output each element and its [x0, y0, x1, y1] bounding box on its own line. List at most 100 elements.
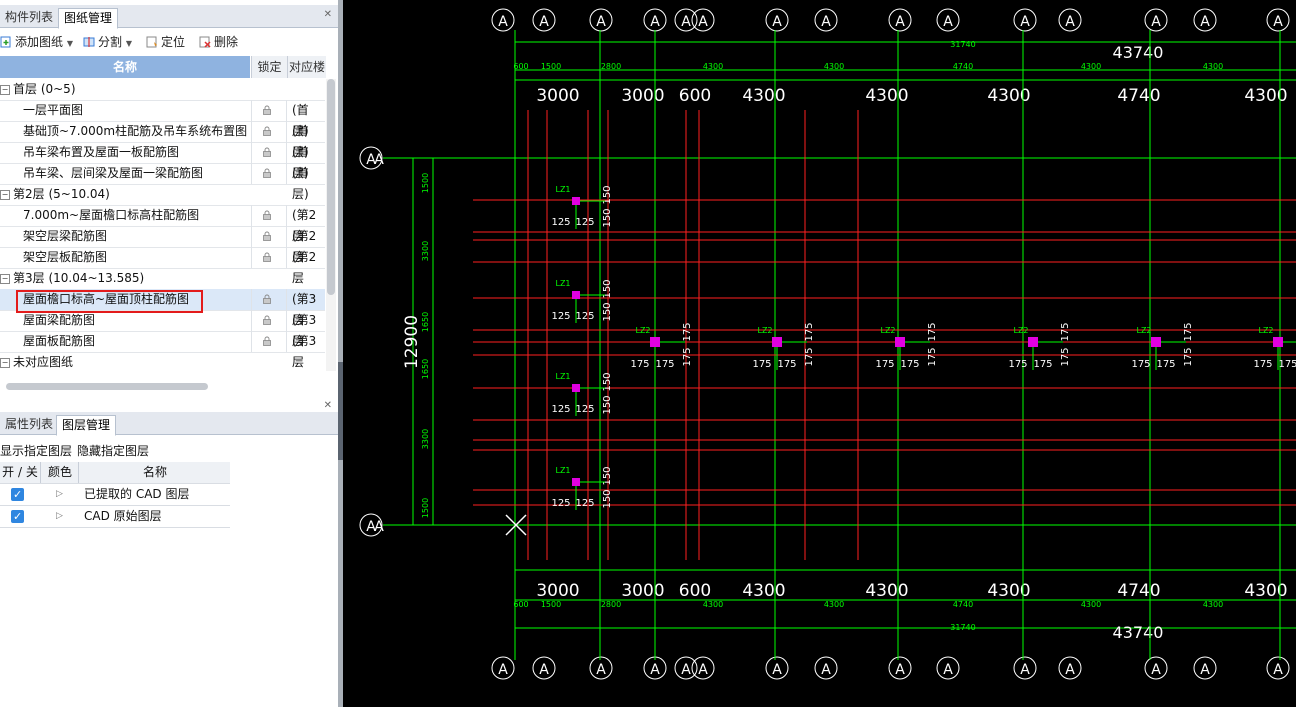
- collapse-icon[interactable]: −: [0, 274, 10, 284]
- close-icon[interactable]: ✕: [323, 9, 332, 20]
- add-drawing-button[interactable]: 添加图纸 ▼: [0, 33, 73, 51]
- locate-button[interactable]: 定位: [146, 33, 185, 51]
- collapse-icon[interactable]: −: [0, 190, 10, 200]
- layer-row[interactable]: ▷ CAD 原始图层: [0, 506, 230, 528]
- column-header-lock[interactable]: 锁定: [251, 56, 287, 78]
- layer-visible-checkbox[interactable]: [11, 506, 24, 527]
- column-divider: [251, 289, 252, 310]
- axis-label: A: [1151, 662, 1161, 678]
- layer-visible-checkbox[interactable]: [11, 484, 24, 505]
- dimension-text: 3000: [536, 86, 579, 106]
- tree-item-row[interactable]: 吊车梁、层间梁及屋面一梁配筋图(首层): [0, 163, 325, 201]
- selection-highlight-box: [16, 290, 203, 313]
- tree-item-label: 吊车梁、层间梁及屋面一梁配筋图: [23, 166, 204, 180]
- axis-label: A: [1273, 14, 1283, 30]
- tree-group-row[interactable]: −第2层 (5~10.04): [0, 184, 325, 206]
- tree-item-row[interactable]: 屋面板配筋图(第3层: [0, 331, 325, 369]
- tree-item-row[interactable]: 吊车梁布置及屋面一板配筋图(首层): [0, 142, 325, 180]
- scroll-thumb[interactable]: [327, 79, 335, 295]
- lock-icon[interactable]: [262, 147, 272, 157]
- hide-layer-button[interactable]: 隐藏指定图层: [77, 444, 150, 458]
- tree-group-row[interactable]: −未对应图纸: [0, 352, 325, 371]
- dimension-text: 4300: [1203, 62, 1223, 71]
- scroll-thumb[interactable]: [6, 383, 208, 390]
- panel-splitter[interactable]: [338, 0, 343, 707]
- delete-button[interactable]: 删除: [199, 33, 238, 51]
- axis-label: A: [596, 662, 606, 678]
- tab-drawing-management[interactable]: 图纸管理: [58, 8, 119, 29]
- lock-icon[interactable]: [262, 105, 272, 115]
- column-mark-lz1: [572, 197, 580, 205]
- splitter-grip[interactable]: [338, 362, 343, 460]
- column-mark-lz1: [572, 291, 580, 299]
- lock-icon[interactable]: [262, 252, 272, 262]
- column-mark-lz2: [1151, 337, 1161, 347]
- dimension-text: 4300: [1081, 600, 1101, 609]
- column-mark-lz1: [572, 384, 580, 392]
- tree-item-row[interactable]: 屋面檐口标高~屋面顶柱配筋图(第3层: [0, 289, 325, 327]
- tree-item-row[interactable]: 架空层梁配筋图(第2层: [0, 226, 325, 264]
- tree-vertical-scrollbar[interactable]: [326, 79, 336, 371]
- tab-properties-list[interactable]: 属性列表: [5, 417, 54, 431]
- tab-component-list[interactable]: 构件列表: [5, 10, 54, 24]
- tree-item-row[interactable]: 屋面梁配筋图(第3层: [0, 310, 325, 348]
- tree-item-label: 吊车梁布置及屋面一板配筋图: [23, 145, 180, 159]
- bottom-tab-bar: 属性列表 图层管理: [0, 412, 338, 436]
- lock-icon[interactable]: [262, 231, 272, 241]
- axis-label: A: [943, 662, 953, 678]
- layer-name: CAD 原始图层: [84, 509, 162, 523]
- dimension-text: 4740: [1117, 86, 1160, 106]
- axis-label: A: [539, 14, 549, 30]
- dimension-text: 4300: [703, 600, 723, 609]
- dimension-text: 175: [777, 359, 796, 370]
- dimension-text: 4300: [987, 86, 1030, 106]
- tree-group-row[interactable]: −首层 (0~5): [0, 79, 325, 101]
- tree-item-row[interactable]: 一层平面图(首层): [0, 100, 325, 138]
- dimension-text: 4300: [1203, 600, 1223, 609]
- dimension-text: 175: [1253, 359, 1272, 370]
- tree-item-row[interactable]: 7.000m~屋面檐口标高柱配筋图(第2层: [0, 205, 325, 243]
- axis-label: A: [1200, 662, 1210, 678]
- dimension-text: 4740: [953, 600, 973, 609]
- lock-icon[interactable]: [262, 210, 272, 220]
- show-layer-button[interactable]: 显示指定图层: [0, 444, 73, 458]
- lock-icon[interactable]: [262, 168, 272, 178]
- axis-bubble: [691, 8, 715, 32]
- lock-icon[interactable]: [262, 315, 272, 325]
- column-divider: [251, 163, 252, 184]
- drawing-tree: −首层 (0~5)一层平面图(首层)基础顶~7.000m柱配筋及吊车系统布置图(…: [0, 79, 325, 371]
- tree-item-row[interactable]: 基础顶~7.000m柱配筋及吊车系统布置图(首层): [0, 121, 325, 159]
- top-tab-bar: 构件列表 图纸管理 ✕: [0, 5, 338, 29]
- expand-arrow-icon[interactable]: ▷: [56, 511, 63, 521]
- dimension-text: 125: [551, 311, 570, 322]
- tree-item-floor: (第3层: [292, 292, 317, 327]
- column-tag: LZ2: [1136, 326, 1151, 335]
- lock-icon[interactable]: [262, 294, 272, 304]
- column-mark-lz2: [650, 337, 660, 347]
- lock-icon[interactable]: [262, 336, 272, 346]
- left-dimension: 12900: [402, 315, 422, 369]
- tree-horizontal-scrollbar[interactable]: [0, 380, 325, 392]
- lock-icon[interactable]: [262, 126, 272, 136]
- tree-group-row[interactable]: −第3层 (10.04~13.585): [0, 268, 325, 290]
- column-divider: [251, 205, 252, 226]
- tab-layer-management[interactable]: 图层管理: [56, 415, 117, 436]
- column-header-name[interactable]: 名称: [0, 56, 250, 78]
- close-icon[interactable]: ✕: [323, 400, 332, 411]
- column-header-floor[interactable]: 对应楼: [287, 56, 326, 78]
- tree-item-row[interactable]: 架空层板配筋图(第2层: [0, 247, 325, 285]
- left-panel: 构件列表 图纸管理 ✕ 添加图纸 ▼ 分割 ▼ 定位 删除 名称 锁定 对应楼 …: [0, 0, 338, 707]
- expand-arrow-icon[interactable]: ▷: [56, 489, 63, 499]
- axis-bubble: [1193, 656, 1217, 680]
- axis-bubble: [532, 656, 556, 680]
- layer-row[interactable]: ▷ 已提取的 CAD 图层: [0, 484, 230, 506]
- split-button[interactable]: 分割 ▼: [83, 33, 132, 51]
- column-divider: [286, 247, 287, 268]
- dimension-text: 125: [575, 311, 594, 322]
- axis-label: A: [1065, 14, 1075, 30]
- axis-bubble: [888, 8, 912, 32]
- collapse-icon[interactable]: −: [0, 358, 10, 368]
- collapse-icon[interactable]: −: [0, 85, 10, 95]
